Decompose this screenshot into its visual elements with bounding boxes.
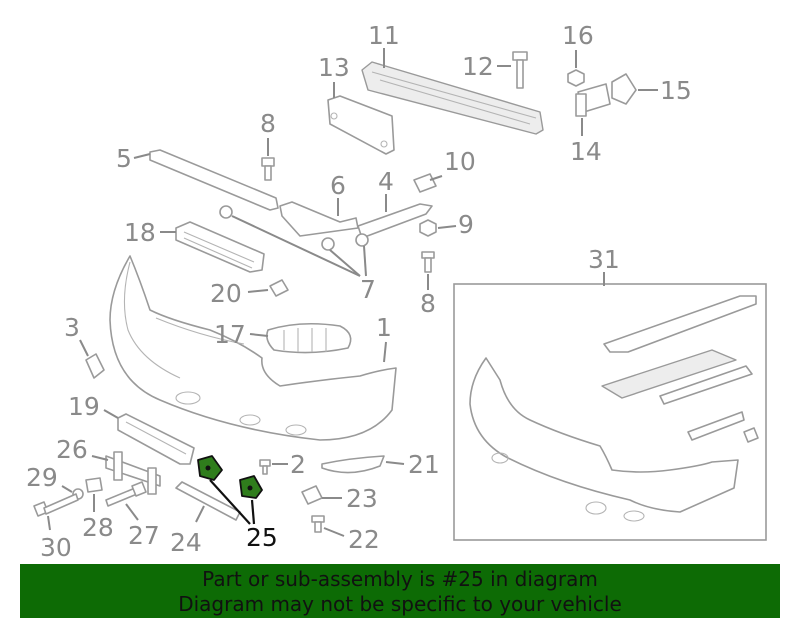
leader-24 [195,505,205,523]
leader-9 [437,225,457,229]
callout-25: 25 [246,523,278,552]
callout-12: 12 [462,52,494,81]
part-14-bracket [575,93,587,117]
part-10-clip [413,173,437,193]
part-6-bracket [279,201,359,237]
part-8-bolt-upper [261,157,275,181]
part-1-bumper-cover [109,255,397,441]
part-22-bolt [311,515,325,533]
callout-30: 30 [40,533,72,560]
callout-2: 2 [290,450,306,479]
banner-line-1: Part or sub-assembly is #25 in diagram [202,567,598,591]
callout-6: 6 [330,171,346,200]
callout-27: 27 [128,521,160,550]
leader-20 [247,289,269,293]
leader-22 [323,527,345,537]
part-12-bolt [512,51,528,89]
part-20-fastener [269,279,289,297]
callout-10: 10 [444,147,476,176]
callout-16: 16 [562,21,594,50]
callout-21: 21 [408,450,440,479]
part-17-grille [266,322,352,354]
part-5-bracket [149,149,279,211]
leader-3 [79,339,89,357]
part-9-nut [419,219,437,237]
banner-line-2: Diagram may not be specific to your vehi… [178,592,622,616]
leader-1 [383,341,387,363]
callout-19: 19 [68,392,100,421]
part-2-screw [259,459,271,475]
leader-17 [249,333,269,337]
callout-9: 9 [458,210,474,239]
leader-10 [429,175,443,181]
callout-28: 28 [82,513,114,542]
callout-31: 31 [588,245,620,274]
leader-7b [329,249,361,277]
leader-29 [61,485,73,493]
part-13-bracket [327,95,395,155]
callout-23: 23 [346,484,378,513]
part-18-grille [175,221,265,273]
leader-7a [231,215,361,277]
part-11-impact-bar [361,61,544,135]
callout-7: 7 [360,275,376,304]
part-23-clip [301,485,323,505]
callout-29: 29 [26,463,58,492]
leader-19 [103,409,119,419]
callout-11: 11 [368,21,400,50]
part-3-marker [85,353,105,379]
leader-25a [209,479,251,525]
leader-5 [133,153,151,159]
part-25-highlighted [197,455,263,499]
callout-17: 17 [214,320,246,349]
callout-8b: 8 [420,289,436,318]
callout-8a: 8 [260,109,276,138]
part-27-bolt [105,481,147,507]
callout-26: 26 [56,435,88,464]
callout-18: 18 [124,218,156,247]
leader-27 [125,503,139,521]
part-31-assembly-inset [453,283,767,541]
part-8-bolt-lower [421,251,435,273]
leader-25b [250,499,256,525]
part-16-nut [567,69,585,87]
part-7-clips [219,205,369,251]
part-19-lower-grille [117,413,195,465]
callout-22: 22 [348,525,380,554]
part-28-clip [85,477,103,493]
leader-7c [363,245,367,277]
leader-21 [385,461,405,465]
callout-5: 5 [116,144,132,173]
callout-20: 20 [210,279,242,308]
part-26-bracket [105,451,161,495]
parts-diagram: 11 12 13 16 15 14 8 5 [26,21,767,560]
part-21-trim [321,455,385,474]
callout-3: 3 [64,313,80,342]
info-banner: Part or sub-assembly is #25 in diagram D… [20,564,780,618]
callout-13: 13 [318,53,350,82]
callout-4: 4 [378,167,394,196]
part-30-bolt [33,493,79,517]
callout-15: 15 [660,76,692,105]
callout-1: 1 [376,313,392,342]
callout-24: 24 [170,528,202,557]
callout-14: 14 [570,137,602,166]
leader-30 [47,515,51,531]
leader-26 [91,455,109,461]
